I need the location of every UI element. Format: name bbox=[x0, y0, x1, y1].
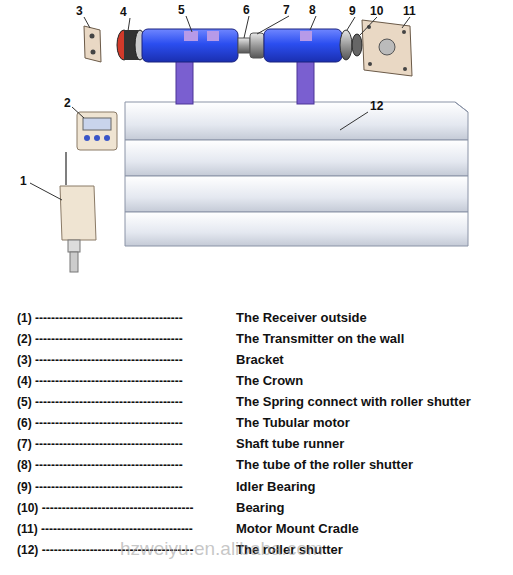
callout-number: 11 bbox=[403, 4, 416, 18]
support-strap bbox=[297, 60, 314, 104]
callout-number: 2 bbox=[64, 96, 71, 110]
receiver-box bbox=[60, 152, 96, 272]
callout-number: 5 bbox=[178, 3, 185, 17]
part-name: The Crown bbox=[236, 373, 303, 388]
row-number: (8) ------------------------------------… bbox=[17, 458, 183, 472]
row-number: (9) ------------------------------------… bbox=[17, 480, 183, 494]
row-number: (5) ------------------------------------… bbox=[17, 395, 183, 409]
part-name: Motor Mount Cradle bbox=[236, 521, 359, 536]
row-number: (4) ------------------------------------… bbox=[17, 374, 183, 388]
part-name: Idler Bearing bbox=[236, 479, 315, 494]
callout-number: 7 bbox=[283, 3, 290, 17]
part-name: The Transmitter on the wall bbox=[236, 331, 404, 346]
callout-number: 12 bbox=[370, 99, 383, 113]
part-name: Bracket bbox=[236, 352, 284, 367]
shaft-tube-runner bbox=[250, 33, 264, 58]
tubular-motor-shaft bbox=[238, 38, 250, 53]
callout-number: 10 bbox=[370, 4, 383, 18]
part-name: Bearing bbox=[236, 500, 284, 515]
motor-mount-cradle bbox=[362, 20, 412, 76]
row-number: (2) ------------------------------------… bbox=[17, 332, 183, 346]
roller-tube bbox=[264, 29, 342, 62]
row-number: (6) ------------------------------------… bbox=[17, 416, 183, 430]
callout-number: 9 bbox=[349, 4, 356, 18]
part-name: The Receiver outside bbox=[236, 310, 367, 325]
row-number: (10) -----------------------------------… bbox=[17, 501, 194, 515]
row-number: (11) -----------------------------------… bbox=[17, 522, 193, 536]
callout-number: 6 bbox=[243, 3, 250, 17]
part-name: Shaft tube runner bbox=[236, 436, 344, 451]
row-number: (7) ------------------------------------… bbox=[17, 437, 183, 451]
row-number: (3) ------------------------------------… bbox=[17, 353, 183, 367]
spring-tube bbox=[142, 29, 238, 62]
bracket bbox=[84, 26, 101, 62]
part-name: The tube of the roller shutter bbox=[236, 457, 413, 472]
bearing bbox=[352, 34, 362, 56]
callout-number: 1 bbox=[20, 174, 27, 188]
callout-number: 4 bbox=[120, 5, 127, 19]
idler-bearing bbox=[340, 30, 352, 60]
callout-number: 8 bbox=[309, 3, 316, 17]
roller-shutter bbox=[125, 102, 468, 246]
part-name: The Tubular motor bbox=[236, 415, 350, 430]
watermark: hzweiyu.en.alibaba.com bbox=[120, 538, 323, 560]
row-number: (1) ------------------------------------… bbox=[17, 311, 183, 325]
leader-lines bbox=[30, 16, 410, 200]
callout-number: 3 bbox=[76, 4, 83, 18]
part-name: The Spring connect with roller shutter bbox=[236, 394, 471, 409]
support-strap bbox=[176, 60, 193, 104]
